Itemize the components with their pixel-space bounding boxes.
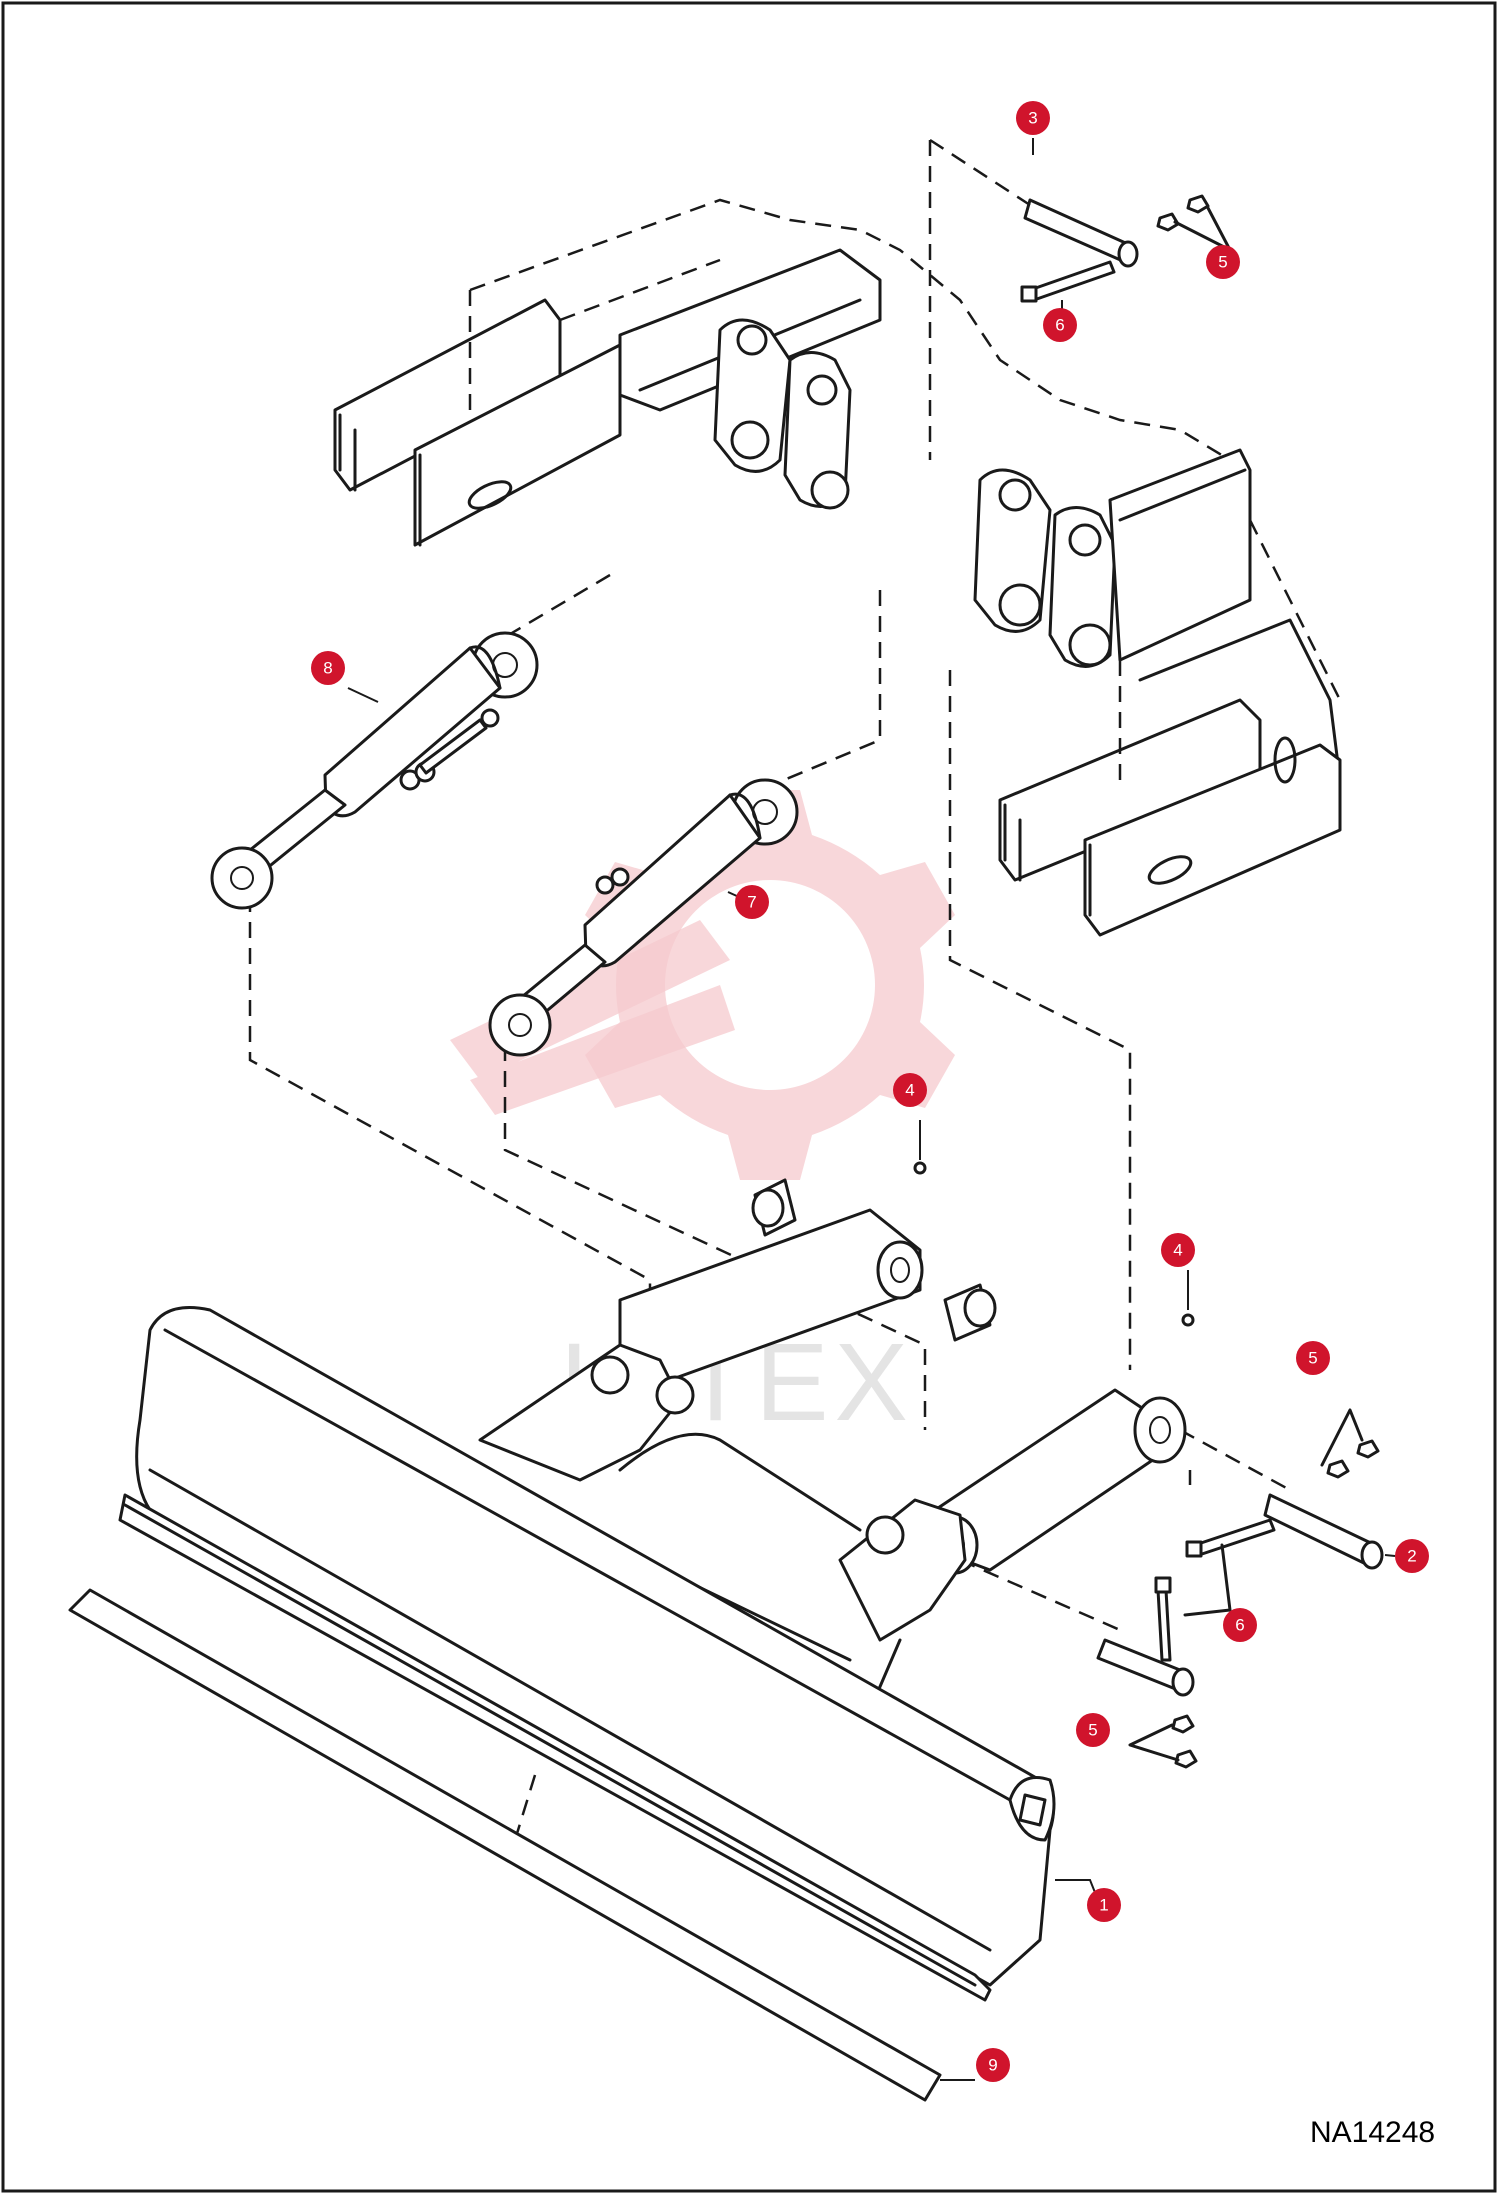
callout-6-lower[interactable]: 6 xyxy=(1223,1608,1257,1642)
svg-text:2: 2 xyxy=(1407,1547,1416,1566)
callouts: 3 5 6 8 7 4 xyxy=(311,101,1429,2082)
svg-text:5: 5 xyxy=(1088,1721,1097,1740)
svg-text:6: 6 xyxy=(1235,1616,1244,1635)
assembly-lines xyxy=(248,573,1291,1632)
callout-8[interactable]: 8 xyxy=(311,651,345,685)
main-frame xyxy=(333,198,1342,937)
callout-1[interactable]: 1 xyxy=(1087,1888,1121,1922)
dozer-blade xyxy=(68,1306,1056,2102)
svg-text:8: 8 xyxy=(323,659,332,678)
cylinder-7 xyxy=(488,778,799,1057)
callout-5-top[interactable]: 5 xyxy=(1206,245,1240,279)
pin-2-assembly xyxy=(1185,1408,1384,1570)
cylinder-8 xyxy=(210,631,539,910)
svg-text:4: 4 xyxy=(905,1081,914,1100)
push-arm xyxy=(931,1313,1195,1575)
pin-6-assembly xyxy=(1096,1543,1232,1769)
pin-3-assembly xyxy=(928,138,1232,460)
svg-text:7: 7 xyxy=(747,893,756,912)
callout-4-upper[interactable]: 4 xyxy=(893,1073,927,1107)
svg-text:9: 9 xyxy=(988,2056,997,2075)
callout-3[interactable]: 3 xyxy=(1016,101,1050,135)
svg-text:5: 5 xyxy=(1218,253,1227,272)
svg-text:6: 6 xyxy=(1055,316,1064,335)
reference-code: NA14248 xyxy=(1310,2116,1435,2149)
callout-9[interactable]: 9 xyxy=(976,2048,1010,2082)
callout-4-lower[interactable]: 4 xyxy=(1161,1233,1195,1267)
callout-2[interactable]: 2 xyxy=(1395,1539,1429,1573)
svg-text:3: 3 xyxy=(1028,109,1037,128)
svg-text:1: 1 xyxy=(1099,1896,1108,1915)
callout-5-right[interactable]: 5 xyxy=(1296,1341,1330,1375)
svg-text:4: 4 xyxy=(1173,1241,1182,1260)
callout-5-lower[interactable]: 5 xyxy=(1076,1713,1110,1747)
cross-tube xyxy=(618,1120,997,1382)
callout-6-top[interactable]: 6 xyxy=(1043,308,1077,342)
watermark-wrench-icon xyxy=(450,920,735,1115)
svg-text:5: 5 xyxy=(1308,1349,1317,1368)
callout-7[interactable]: 7 xyxy=(735,885,769,919)
